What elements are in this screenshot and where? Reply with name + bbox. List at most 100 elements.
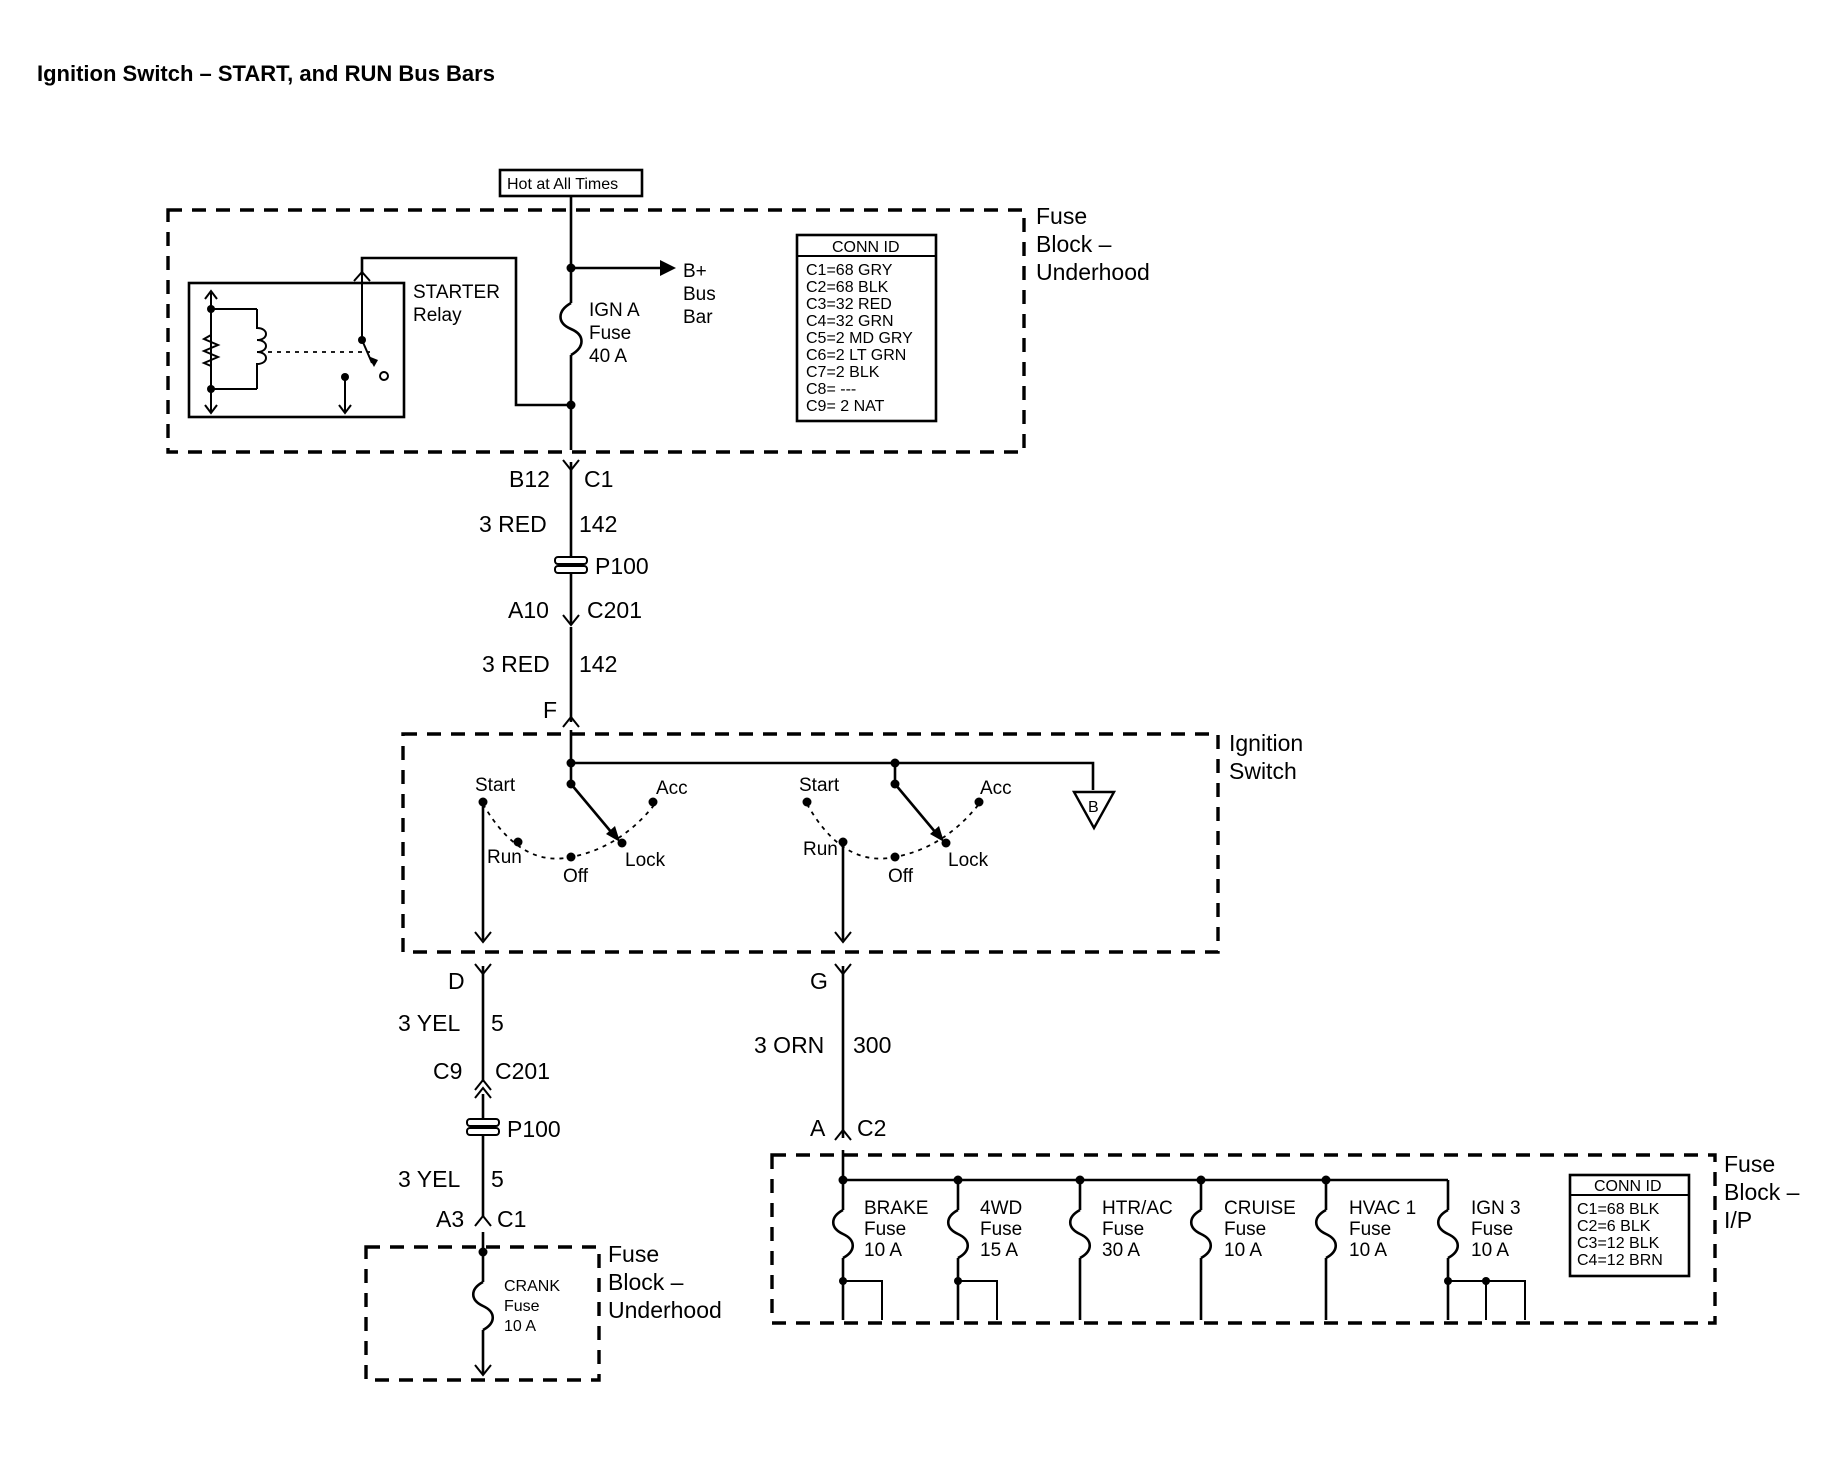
fuse-4wd-type: Fuse: [980, 1219, 1022, 1240]
fuse-ign-3-rating: 10 A: [1471, 1240, 1509, 1261]
conn-id-top-row: C1=68 GRY: [806, 262, 893, 279]
connector-c1-top: C1: [584, 466, 613, 492]
ign-a-fuse-label-3: 40 A: [589, 346, 627, 367]
right-run-label: Run: [803, 839, 838, 860]
conn-id-ip-header: CONN ID: [1594, 1178, 1662, 1195]
fuse-block-ip-label-3: I/P: [1724, 1207, 1752, 1233]
conn-id-top-row: C3=32 RED: [806, 296, 892, 313]
bplus-arrow-icon: [660, 260, 676, 276]
conn-id-top-row: C8= ---: [806, 381, 856, 398]
hot-at-all-times-label: Hot at All Times: [507, 176, 618, 193]
fuse-block-ip-label-1: Fuse: [1724, 1151, 1775, 1177]
pin-c9: C9: [433, 1058, 462, 1084]
circuit-142-lower: 142: [579, 651, 617, 677]
connector-c201-top: C201: [587, 597, 642, 623]
left-acc-label: Acc: [656, 778, 688, 799]
starter-relay-label-2: Relay: [413, 305, 462, 326]
pin-a: A: [810, 1115, 826, 1141]
fuse-ign-3-name: IGN 3: [1471, 1198, 1521, 1219]
conn-id-table-top: CONN ID C1=68 GRY C2=68 BLK C3=32 RED C4…: [795, 233, 938, 423]
connector-c1-start: C1: [497, 1206, 526, 1232]
fuse-ign-3: IGN 3 Fuse 10 A: [1436, 1180, 1526, 1320]
main-feed-wire: [353, 196, 676, 450]
fuse-block-underhood-label-3: Underhood: [1036, 259, 1150, 285]
splice-p100-start: P100: [507, 1116, 561, 1142]
fuse-hvac-1-type: Fuse: [1349, 1219, 1391, 1240]
fuse-brake-rating: 10 A: [864, 1240, 902, 1261]
fuse-htr-ac-name: HTR/AC: [1102, 1198, 1173, 1219]
right-start-label: Start: [799, 775, 840, 796]
fuse-hvac-1-name: HVAC 1: [1349, 1198, 1416, 1219]
circuit-5-lower: 5: [491, 1166, 504, 1192]
pin-a3: A3: [436, 1206, 464, 1232]
conn-id-top-row: C2=68 BLK: [806, 279, 889, 296]
conn-id-top-row: C6=2 LT GRN: [806, 347, 906, 364]
crank-block-label-3: Underhood: [608, 1297, 722, 1323]
ignition-switch: Ignition Switch B Start Acc Run Off Lock: [401, 730, 1303, 954]
ign-a-fuse-label-1: IGN A: [589, 300, 640, 321]
left-off-label: Off: [563, 866, 589, 887]
fuse-block-underhood-label-2: Block –: [1036, 231, 1112, 257]
crank-block-label-1: Fuse: [608, 1241, 659, 1267]
conn-id-ip-row: C3=12 BLK: [1577, 1235, 1660, 1252]
fuse-htr-ac: HTR/AC Fuse 30 A: [1068, 1175, 1173, 1320]
pin-f: F: [543, 697, 557, 723]
right-off-label: Off: [888, 866, 914, 887]
right-acc-label: Acc: [980, 778, 1012, 799]
ignition-switch-label-1: Ignition: [1229, 730, 1303, 756]
wire-color-3-orn: 3 ORN: [754, 1032, 824, 1058]
fuse-htr-ac-type: Fuse: [1102, 1219, 1144, 1240]
left-lock-label: Lock: [625, 850, 666, 871]
conn-id-top-row: C7=2 BLK: [806, 364, 880, 381]
fuse-brake: BRAKE Fuse 10 A: [831, 1175, 928, 1320]
fuse-4wd: 4WD Fuse 15 A: [946, 1175, 1022, 1320]
diagram-title: Ignition Switch – START, and RUN Bus Bar…: [37, 61, 495, 86]
fuse-cruise-rating: 10 A: [1224, 1240, 1262, 1261]
crank-fuse-label-1: CRANK: [504, 1278, 560, 1295]
conn-id-top-row: C4=32 GRN: [806, 313, 894, 330]
ignition-switch-label-2: Switch: [1229, 758, 1297, 784]
ground-ref-triangle: [1071, 790, 1117, 831]
right-lock-label: Lock: [948, 850, 989, 871]
starter-relay-label-1: STARTER: [413, 282, 500, 303]
conn-id-ip-row: C2=6 BLK: [1577, 1218, 1651, 1235]
pin-g: G: [810, 968, 828, 994]
fuse-cruise: CRUISE Fuse 10 A: [1189, 1175, 1296, 1320]
ground-ref-b: B: [1088, 799, 1099, 816]
crank-block-label-2: Block –: [608, 1269, 684, 1295]
fuse-block-ip-label-2: Block –: [1724, 1179, 1800, 1205]
circuit-5: 5: [491, 1010, 504, 1036]
fuse-htr-ac-rating: 30 A: [1102, 1240, 1140, 1261]
bplus-label-2: Bus: [683, 284, 716, 305]
fuse-4wd-name: 4WD: [980, 1198, 1022, 1219]
connector-c201-start: C201: [495, 1058, 550, 1084]
splice-p100-top: P100: [595, 553, 649, 579]
fuse-brake-name: BRAKE: [864, 1198, 928, 1219]
conn-id-ip-row: C4=12 BRN: [1577, 1252, 1663, 1269]
pin-b12: B12: [509, 466, 550, 492]
pin-a10: A10: [508, 597, 549, 623]
conn-id-top-row: C9= 2 NAT: [806, 398, 885, 415]
left-run-label: Run: [487, 847, 522, 868]
conn-id-top-row: C5=2 MD GRY: [806, 330, 913, 347]
fuse-hvac-1-rating: 10 A: [1349, 1240, 1387, 1261]
left-start-label: Start: [475, 775, 516, 796]
start-wire-5: [466, 963, 500, 1227]
ign-a-fuse-label-2: Fuse: [589, 323, 631, 344]
starter-relay: STARTER Relay: [187, 275, 500, 419]
conn-id-ip-row: C1=68 BLK: [1577, 1201, 1660, 1218]
fuse-block-underhood: Fuse Block – Underhood: [166, 203, 1150, 454]
wire-color-3-yel-lower: 3 YEL: [398, 1166, 460, 1192]
feed-wire-142: [554, 459, 588, 728]
fuse-brake-type: Fuse: [864, 1219, 906, 1240]
wire-color-3-red-lower: 3 RED: [482, 651, 550, 677]
pin-d: D: [448, 968, 465, 994]
circuit-300: 300: [853, 1032, 891, 1058]
fuse-hvac-1: HVAC 1 Fuse 10 A: [1314, 1175, 1416, 1320]
wire-color-3-yel: 3 YEL: [398, 1010, 460, 1036]
bplus-label-1: B+: [683, 261, 707, 282]
connector-c2: C2: [857, 1115, 886, 1141]
hot-at-all-times-box: Hot at All Times: [498, 168, 644, 198]
conn-id-top-header: CONN ID: [832, 239, 900, 256]
